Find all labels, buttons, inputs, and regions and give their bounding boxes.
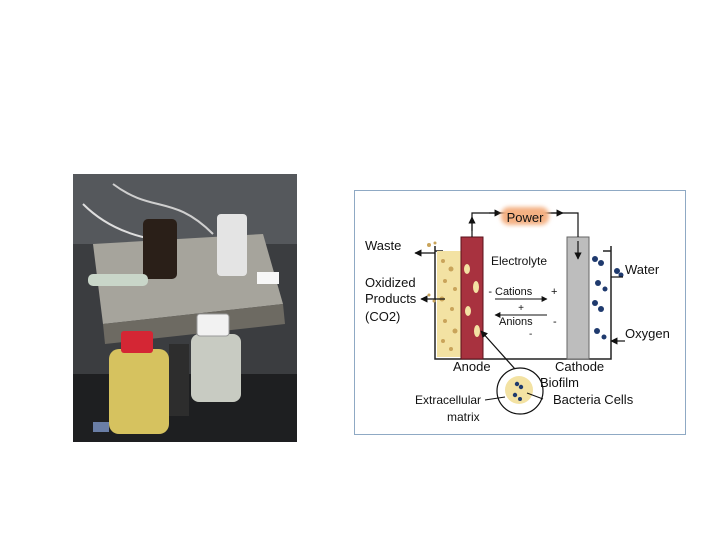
fuel-cell-diagram: Power Electrolyte Cations + - + Anions -…: [355, 191, 687, 436]
waste-label: Waste: [365, 238, 401, 253]
fuel-cell-diagram-frame: Power Electrolyte Cations + - + Anions -…: [354, 190, 686, 435]
photo-plastic-bottle: [217, 214, 247, 276]
anode-label: Anode: [453, 359, 491, 374]
biofilm-label: Biofilm: [540, 375, 579, 390]
extracellular-line2: matrix: [447, 410, 480, 424]
photo-clamp: [169, 344, 189, 416]
photo-wall: [73, 174, 297, 244]
anode-electrode: [461, 237, 483, 359]
anions-minus-sign: -: [553, 316, 557, 328]
photo-clear-bottle: [191, 334, 241, 402]
anode-biofilm-layer: [437, 251, 461, 357]
oxidized-products-line1: Oxidized: [365, 275, 416, 290]
lab-setup-photo: [73, 174, 297, 442]
anions-label: Anions: [499, 316, 533, 328]
cations-plus-sign: +: [551, 286, 557, 298]
cathode-bacteria: [592, 256, 624, 340]
oxygen-label: Oxygen: [625, 326, 670, 341]
middle-plus-sign: +: [518, 303, 524, 314]
photo-tube: [88, 274, 148, 286]
water-label: Water: [625, 262, 660, 277]
bottom-minus-sign: -: [529, 329, 532, 340]
cations-label: Cations: [495, 286, 533, 298]
power-label: Power: [507, 210, 545, 225]
photo-white-cap: [197, 314, 229, 336]
electrolyte-label: Electrolyte: [491, 254, 547, 268]
extracellular-line1: Extracellular: [415, 393, 481, 407]
photo-amber-bottle: [109, 349, 169, 434]
photo-dark-bottle: [143, 219, 177, 279]
photo-valve: [93, 422, 109, 432]
oxidized-products-line2: Products: [365, 291, 417, 306]
bacteria-cells-label: Bacteria Cells: [553, 392, 634, 407]
photo-red-cap: [121, 331, 153, 353]
oxidized-products-line3: (CO2): [365, 309, 400, 324]
cations-minus-sign: -: [488, 286, 492, 298]
cathode-label: Cathode: [555, 359, 604, 374]
photo-connector: [257, 272, 279, 284]
